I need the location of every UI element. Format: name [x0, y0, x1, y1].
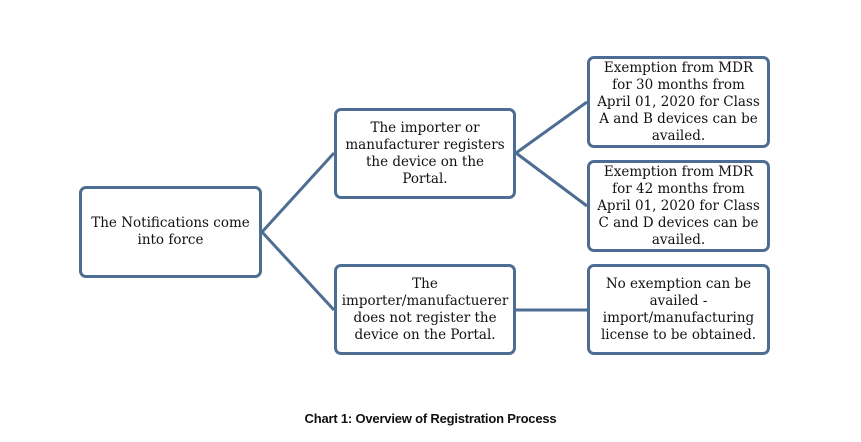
node-device-registered: The importer or manufacturer registers t… — [334, 108, 516, 199]
node-exemption-class-ab-text: Exemption from MDR for 30 months from Ap… — [597, 59, 760, 144]
node-device-not-registered: The importer/manufactuerer does not regi… — [334, 264, 516, 355]
node-exemption-class-ab: Exemption from MDR for 30 months from Ap… — [587, 56, 770, 148]
connector-registers-to-exemption-ab — [515, 100, 588, 155]
node-device-not-registered-text: The importer/manufactuerer does not regi… — [341, 275, 509, 343]
connector-start-to-not-registers — [260, 230, 336, 312]
node-notifications-in-force: The Notifications come into force — [79, 186, 262, 278]
node-no-exemption: No exemption can be availed - import/man… — [587, 264, 770, 355]
node-no-exemption-text: No exemption can be availed - import/man… — [600, 275, 757, 343]
connector-registers-to-exemption-cd — [515, 151, 588, 208]
diagram-caption: Chart 1: Overview of Registration Proces… — [304, 411, 557, 426]
node-exemption-class-cd-text: Exemption from MDR for 42 months from Ap… — [597, 163, 760, 248]
node-device-registered-text: The importer or manufacturer registers t… — [345, 119, 505, 187]
node-exemption-class-cd: Exemption from MDR for 42 months from Ap… — [587, 160, 770, 252]
node-notifications-in-force-text: The Notifications come into force — [91, 215, 250, 248]
connector-start-to-registers — [260, 151, 336, 234]
